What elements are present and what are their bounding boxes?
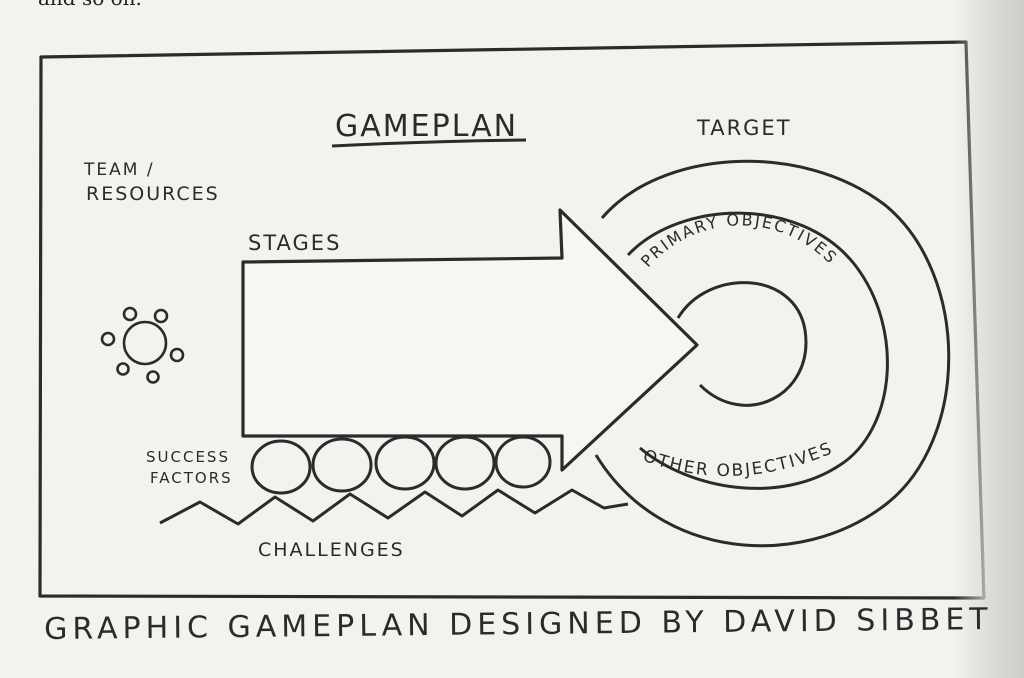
target-outer-ring xyxy=(594,159,951,548)
factors-label: FACTORS xyxy=(150,469,233,487)
success-factor-circle xyxy=(311,437,373,493)
success-factor-circle xyxy=(374,435,436,491)
team-cluster-icon xyxy=(100,306,185,384)
success-label: SUCCESS xyxy=(146,448,230,466)
challenges-label: CHALLENGES xyxy=(258,539,405,561)
challenges-zigzag xyxy=(159,488,629,526)
target-middle-ring xyxy=(626,211,889,490)
page-edge-shadow xyxy=(954,0,1024,678)
target-inner-ring xyxy=(676,281,808,407)
team-label: TEAM / xyxy=(83,160,155,180)
other-objectives-label: OTHER OBJECTIVES xyxy=(640,438,836,481)
primary-objectives-label: PRIMARY OBJECTIVES xyxy=(637,210,842,270)
stages-label: STAGES xyxy=(248,231,341,255)
success-factor-circle xyxy=(250,439,312,495)
success-factors-circles xyxy=(250,435,552,495)
preceding-text: and so on. xyxy=(38,0,142,10)
stages-arrow xyxy=(241,208,699,472)
resources-label: RESOURCES xyxy=(86,183,220,205)
success-factor-circle xyxy=(434,435,496,491)
title-underline xyxy=(331,138,527,148)
target-label: TARGET xyxy=(696,116,792,140)
diagram-title: GAMEPLAN xyxy=(335,109,518,144)
success-factor-circle xyxy=(494,435,552,489)
